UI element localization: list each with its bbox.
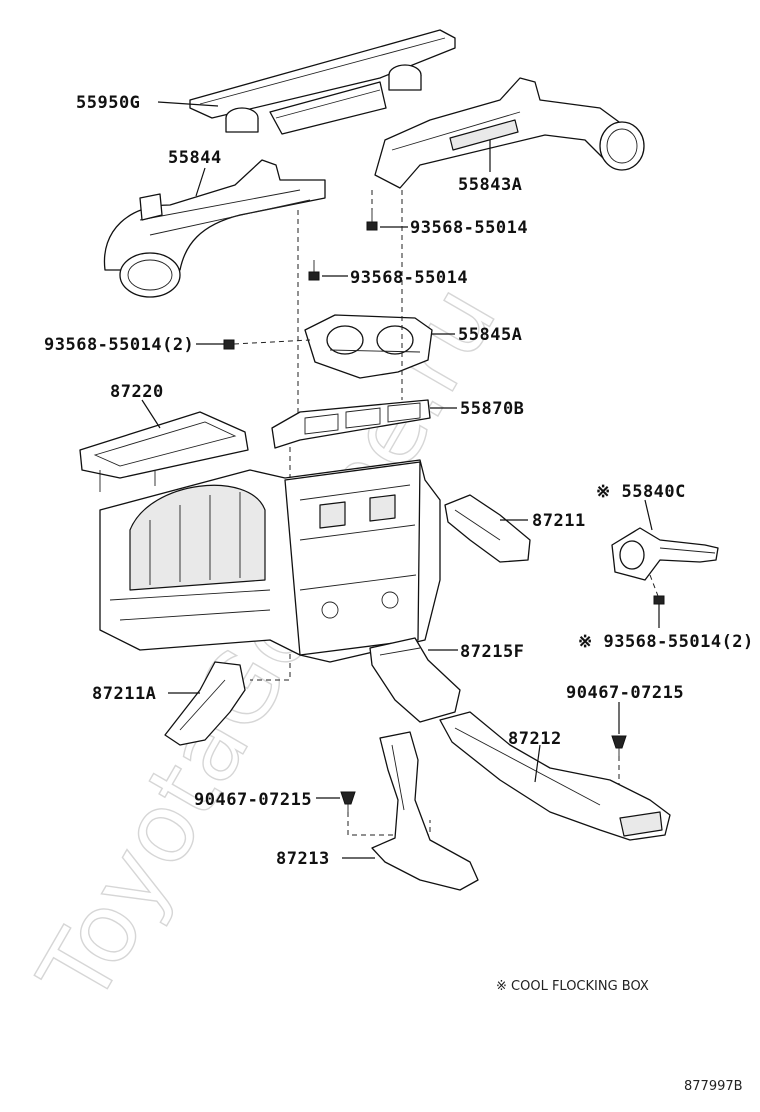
- part-87211-drawing: [444, 494, 531, 563]
- label-93568-left: 93568-55014(2): [44, 335, 194, 355]
- label-87220: 87220: [110, 382, 164, 402]
- part-55845A-drawing: [304, 314, 433, 379]
- label-55845A: 55845A: [458, 325, 522, 345]
- label-93568-upper: 93568-55014: [410, 218, 528, 238]
- label-87211A: 87211A: [92, 684, 156, 704]
- diagram-code: 877997B: [684, 1079, 743, 1094]
- part-55950G-drawing: [189, 29, 456, 135]
- label-93568-coolbox: ※ 93568-55014(2): [578, 632, 754, 652]
- label-87215F: 87215F: [460, 642, 524, 662]
- part-87212-drawing: [439, 711, 671, 841]
- leader-87220: [141, 399, 161, 429]
- label-55844: 55844: [168, 148, 222, 168]
- watermark: ToyotaGoMine.ru: [17, 267, 518, 1022]
- screw-93568-middle: [308, 260, 320, 281]
- leader-55844: [195, 167, 206, 197]
- part-55843A-drawing: [374, 77, 645, 189]
- label-87211: 87211: [532, 511, 586, 531]
- leader-55950G: [157, 101, 219, 107]
- label-87213: 87213: [276, 849, 330, 869]
- label-90467-left: 90467-07215: [194, 790, 312, 810]
- dash-screw-coolbox: [649, 574, 659, 597]
- part-87220-drawing: [79, 411, 249, 492]
- part-87211A-drawing: [164, 661, 246, 746]
- leader-87212: [534, 744, 541, 783]
- label-93568-middle: 93568-55014: [350, 268, 468, 288]
- screw-93568-upper: [366, 210, 378, 231]
- part-55840C-drawing: [611, 527, 719, 581]
- hvac-housing-drawing: [99, 459, 441, 663]
- dash-screw-left: [233, 339, 311, 345]
- clip-90467-right: [611, 735, 627, 756]
- leader-55840C: [644, 499, 653, 531]
- label-55843A: 55843A: [458, 175, 522, 195]
- dash-clip-left: [347, 812, 431, 836]
- screw-93568-coolbox: [653, 595, 665, 605]
- screw-93568-left: [223, 339, 235, 350]
- label-55950G: 55950G: [76, 93, 140, 113]
- part-55844-drawing: [103, 159, 326, 298]
- label-55840C: ※ 55840C: [596, 482, 686, 502]
- label-87212: 87212: [508, 729, 562, 749]
- label-90467-right: 90467-07215: [566, 683, 684, 703]
- part-87213-drawing: [371, 731, 479, 891]
- part-87215F-drawing: [369, 637, 461, 723]
- clip-90467-left: [340, 791, 356, 812]
- note-cool-flocking-box: ※ COOL FLOCKING BOX: [496, 979, 649, 994]
- part-55870B-drawing: [271, 399, 431, 449]
- label-55870B: 55870B: [460, 399, 524, 419]
